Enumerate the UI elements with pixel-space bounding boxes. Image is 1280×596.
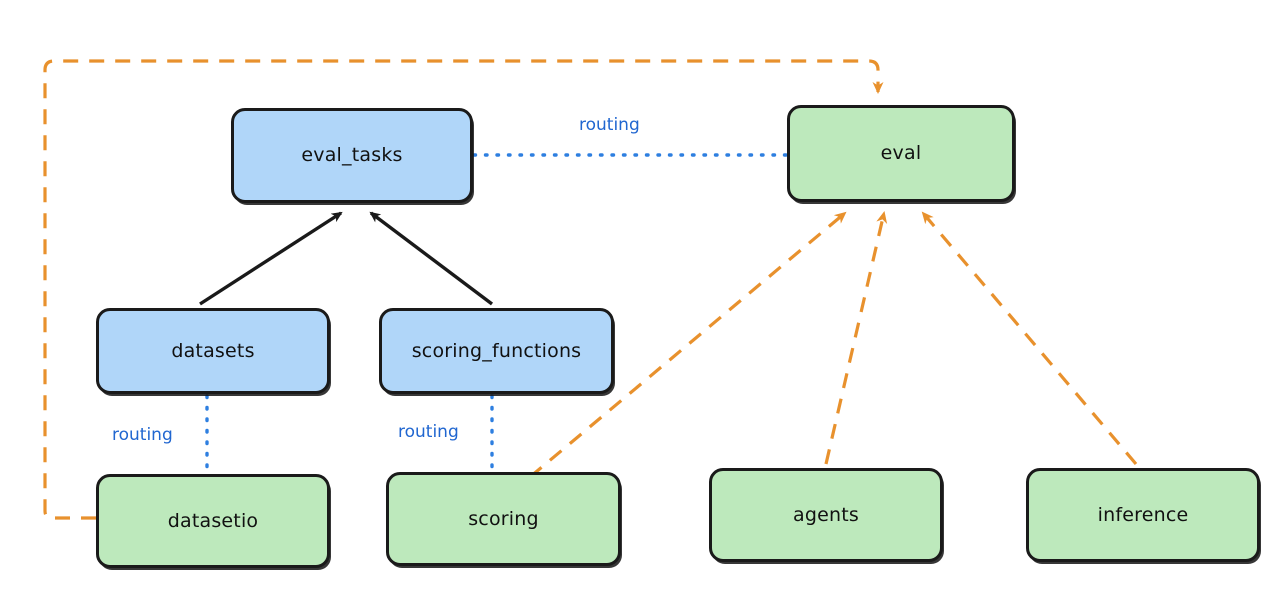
edge-datasets-eval-tasks xyxy=(199,211,343,306)
node-inference[interactable]: inference xyxy=(1026,468,1260,562)
node-eval-label: eval xyxy=(880,142,922,165)
node-scoring-label: scoring xyxy=(468,507,539,530)
edge-scoring-functions-eval-tasks xyxy=(369,211,494,306)
edge-label-scoring-routing: routing xyxy=(398,422,459,442)
node-eval-tasks[interactable]: eval_tasks xyxy=(231,108,473,203)
node-inference-label: inference xyxy=(1097,503,1189,526)
edge-inference-eval xyxy=(921,211,1138,466)
node-scoring-functions[interactable]: scoring_functions xyxy=(379,308,614,394)
node-datasetio[interactable]: datasetio xyxy=(96,474,330,568)
edge-label-eval-routing: routing xyxy=(579,115,640,135)
edge-scoring-eval xyxy=(528,211,847,479)
node-eval[interactable]: eval xyxy=(787,105,1015,202)
node-agents[interactable]: agents xyxy=(709,468,943,562)
node-scoring[interactable]: scoring xyxy=(386,472,621,566)
node-datasetio-label: datasetio xyxy=(167,509,259,532)
node-scoring-functions-label: scoring_functions xyxy=(411,339,582,362)
edge-datasetio-eval xyxy=(43,59,884,520)
node-agents-label: agents xyxy=(793,503,859,526)
node-eval-tasks-label: eval_tasks xyxy=(301,144,403,167)
edge-agents-eval xyxy=(824,211,888,465)
node-datasets[interactable]: datasets xyxy=(96,308,330,394)
edge-label-datasets-routing: routing xyxy=(112,425,173,445)
node-datasets-label: datasets xyxy=(171,339,255,362)
